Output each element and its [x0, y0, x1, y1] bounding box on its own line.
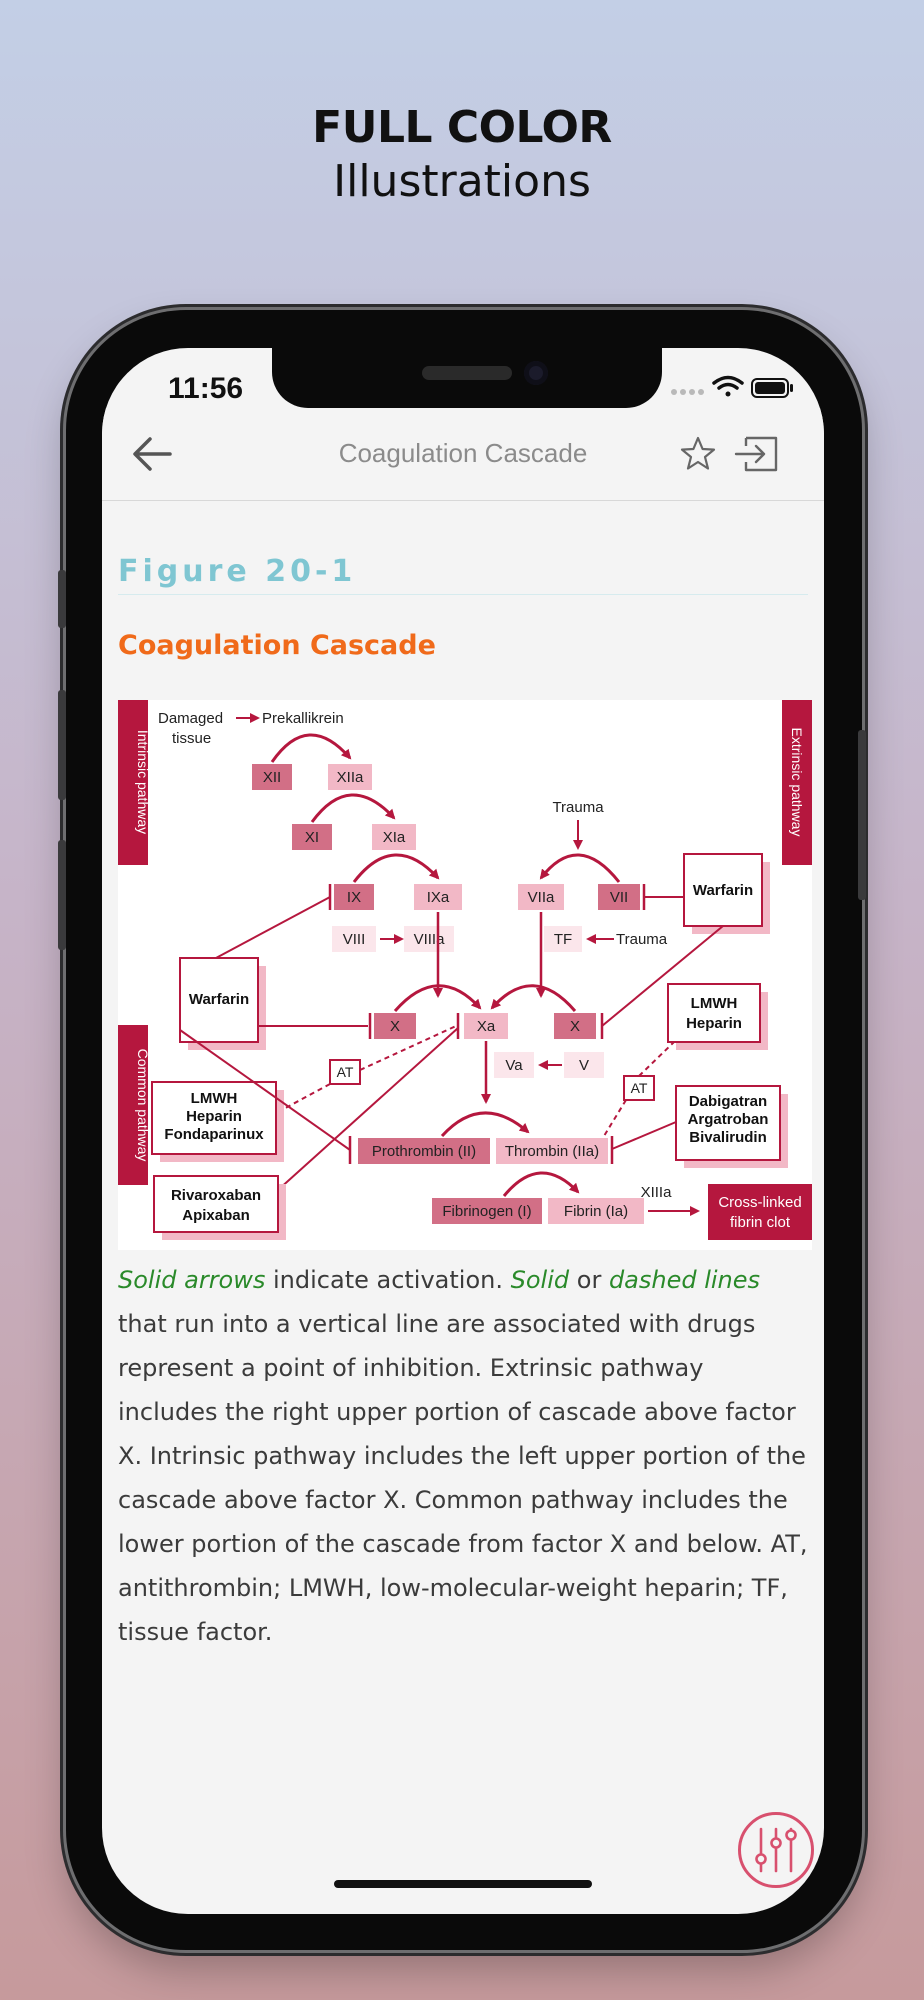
speaker — [422, 366, 512, 380]
lmwh-heparin-label-2: Heparin — [686, 1015, 742, 1032]
caption-text-3: that run into a vertical line are associ… — [118, 1310, 808, 1646]
trauma-side-label: Trauma — [616, 931, 668, 948]
factor-v: V — [579, 1057, 589, 1074]
factor-xii: XII — [263, 769, 281, 786]
lmwh-fonda-label: LMWH — [191, 1090, 238, 1107]
damaged-tissue-label: Damaged — [158, 710, 223, 727]
at-right-label: AT — [631, 1080, 648, 1096]
star-icon[interactable] — [678, 434, 718, 474]
rivaroxaban-label: Rivaroxaban — [171, 1187, 261, 1204]
phone-volume-down — [58, 840, 66, 950]
notch — [272, 348, 662, 408]
argatroban-label: Argatroban — [688, 1111, 769, 1128]
warfarin-left-label: Warfarin — [189, 991, 249, 1008]
back-arrow-icon[interactable] — [130, 434, 174, 474]
prothrombin-label: Prothrombin (II) — [372, 1143, 476, 1160]
caption-text-1: indicate activation. — [265, 1266, 511, 1294]
factor-xa: Xa — [477, 1018, 496, 1035]
dabigatran-label: Dabigatran — [689, 1093, 767, 1110]
phone-screen: 11:56 Coagulation Cascade Figure 20-1 — [102, 348, 824, 1914]
promo-title: FULL COLOR — [312, 102, 612, 153]
factor-xi: XI — [305, 829, 319, 846]
home-indicator — [334, 1880, 592, 1888]
factor-x-right: X — [570, 1018, 580, 1035]
settings-sliders-button[interactable] — [738, 1812, 814, 1888]
factor-ixa: IXa — [427, 889, 450, 906]
wifi-icon — [712, 375, 744, 397]
battery-icon — [751, 378, 793, 398]
settings-sliders-icon — [755, 1827, 797, 1873]
promo-subtitle: Illustrations — [333, 156, 591, 207]
caption-highlight-solid-arrows: Solid arrows — [118, 1266, 266, 1294]
at-left-label: AT — [337, 1064, 354, 1080]
factor-viia: VIIa — [528, 889, 555, 906]
signal-dots-icon — [671, 389, 704, 395]
caption-highlight-solid: Solid — [510, 1266, 570, 1294]
figure-caption: Solid arrows indicate activation. Solid … — [118, 1258, 810, 1654]
figure-label: Figure 20-1 — [118, 554, 357, 589]
factor-viiia: VIIIa — [414, 931, 446, 948]
fibrin-label: Fibrin (Ia) — [564, 1203, 628, 1220]
factor-xiia-box — [328, 764, 372, 790]
lmwh-fonda-label-2: Heparin — [186, 1108, 242, 1125]
camera — [524, 361, 548, 385]
lmwh-fonda-label-3: Fondaparinux — [164, 1126, 264, 1143]
factor-vii: VII — [610, 889, 628, 906]
status-icons — [671, 375, 793, 398]
factor-xiiia: XIIIa — [641, 1184, 673, 1201]
trauma-top-label: Trauma — [552, 799, 604, 816]
factor-va: Va — [505, 1057, 523, 1074]
status-time: 11:56 — [168, 372, 244, 405]
damaged-tissue-label-2: tissue — [172, 730, 211, 747]
factor-ix: IX — [347, 889, 361, 906]
warfarin-right-label: Warfarin — [693, 882, 753, 899]
sidebar-extrinsic: Extrinsic pathway — [782, 700, 812, 865]
caption-highlight-dashed-lines: dashed lines — [608, 1266, 761, 1294]
factor-viii: VIII — [343, 931, 366, 948]
nav-title: Coagulation Cascade — [338, 438, 588, 468]
factor-tf: TF — [554, 931, 572, 948]
factor-xia: XIa — [383, 829, 406, 846]
apixaban-label: Apixaban — [182, 1207, 250, 1224]
sidebar-intrinsic-label: Intrinsic pathway — [135, 730, 151, 834]
factor-x-left: X — [390, 1018, 400, 1035]
sidebar-intrinsic: Intrinsic pathway — [118, 700, 151, 865]
figure-divider — [118, 594, 808, 595]
factor-xiia: XIIa — [337, 769, 364, 786]
sidebar-extrinsic-label: Extrinsic pathway — [789, 728, 805, 837]
fibrin-clot-label: fibrin clot — [730, 1214, 791, 1231]
exit-icon[interactable] — [734, 434, 780, 474]
phone-mute-switch — [58, 570, 66, 628]
coagulation-diagram[interactable]: Intrinsic pathway Extrinsic pathway Comm… — [118, 700, 812, 1250]
sidebar-common: Common pathway — [118, 1025, 151, 1185]
sidebar-common-label: Common pathway — [135, 1049, 151, 1162]
lmwh-heparin-label: LMWH — [691, 995, 738, 1012]
navbar: Coagulation Cascade — [102, 408, 824, 501]
phone-power-button — [858, 730, 866, 900]
fibrinogen-label: Fibrinogen (I) — [442, 1203, 531, 1220]
prekallikrein-label: Prekallikrein — [262, 710, 344, 727]
caption-text-2: or — [569, 1266, 609, 1294]
bivalirudin-label: Bivalirudin — [689, 1129, 767, 1146]
factor-xii-box — [252, 764, 292, 790]
thrombin-label: Thrombin (IIa) — [505, 1143, 599, 1160]
figure-heading: Coagulation Cascade — [118, 630, 436, 661]
cross-linked-label: Cross-linked — [718, 1194, 801, 1211]
phone-volume-up — [58, 690, 66, 800]
